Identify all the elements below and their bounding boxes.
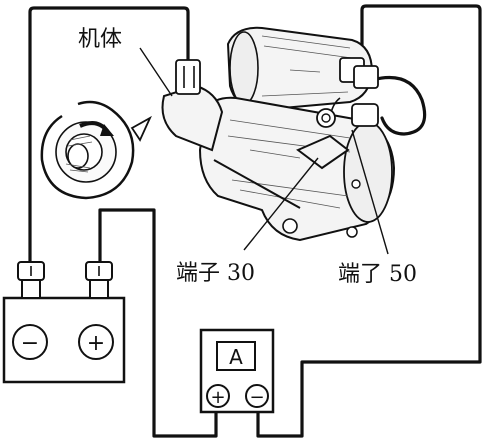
leader-terminal30: [243, 157, 319, 251]
battery-positive-symbol: +: [87, 331, 105, 356]
ammeter-positive-terminal: [206, 384, 230, 408]
pinion-detail-inset: [40, 100, 152, 200]
wire-battery-to-ammeter: [98, 208, 218, 438]
label-terminal50: 端了 50: [338, 262, 417, 287]
ammeter-negative-symbol: −: [249, 387, 264, 408]
ammeter: A + −: [199, 328, 275, 414]
wire-ammeter-to-terminal50: [256, 4, 482, 438]
wire-battery-to-body: [28, 6, 190, 264]
battery: − +: [2, 261, 126, 384]
battery-negative-terminal: [12, 324, 48, 360]
label-body: 机体: [78, 27, 122, 52]
wire-terminal50-loop: [370, 75, 427, 136]
leader-terminal50: [351, 129, 389, 255]
starter-motor: [161, 26, 396, 242]
ammeter-display-label: A: [229, 345, 243, 369]
through-bolt: [213, 159, 301, 209]
ammeter-positive-symbol: +: [210, 387, 225, 408]
battery-negative-plug: [17, 261, 45, 299]
ammeter-display: [216, 341, 256, 371]
battery-negative-symbol: −: [21, 331, 39, 356]
terminal30-bracket: [296, 108, 350, 170]
motor-body: [198, 96, 396, 242]
battery-positive-plug: [85, 261, 113, 299]
label-terminal30: 端子 30: [176, 261, 255, 286]
solenoid: [226, 26, 374, 112]
battery-positive-terminal: [78, 324, 114, 360]
mounting-flange: [161, 59, 224, 152]
ammeter-negative-terminal: [245, 384, 269, 408]
leader-body: [139, 47, 173, 97]
